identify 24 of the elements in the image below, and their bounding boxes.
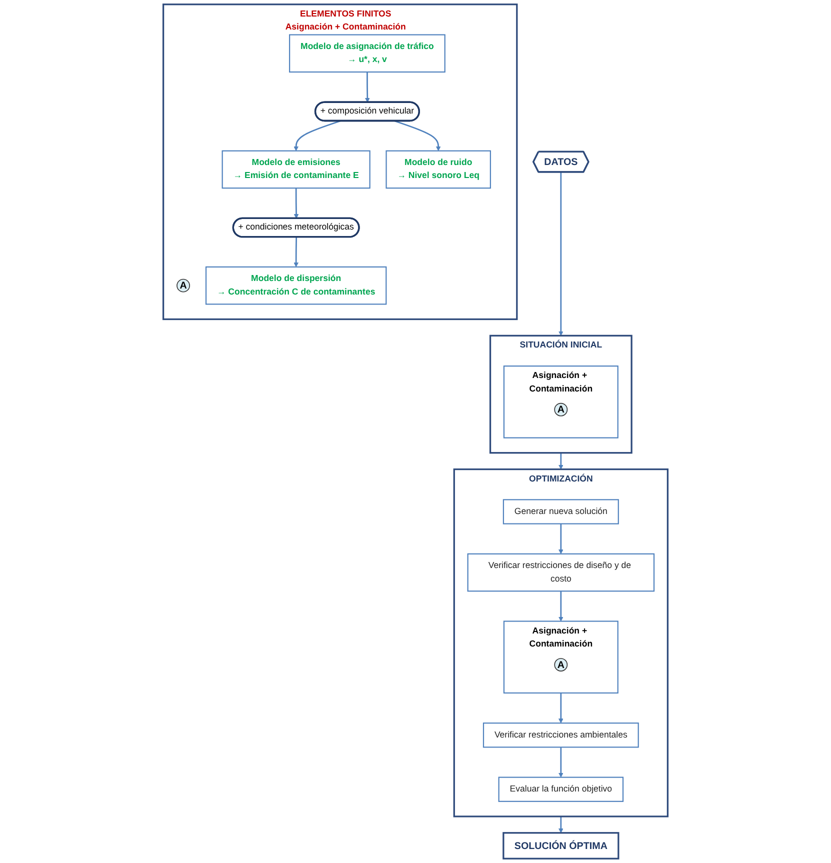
arrow xyxy=(558,452,564,470)
node-box: Evaluar la función objetivo xyxy=(498,776,624,802)
node-circle: A xyxy=(554,658,568,672)
node-box: Verificar restricciones de diseño y de costo xyxy=(467,553,655,592)
arrow xyxy=(365,72,370,103)
arrow xyxy=(558,816,564,834)
node-circle: A xyxy=(176,278,190,292)
node-box: Verificar restricciones ambientales xyxy=(482,722,639,748)
node-circle: A xyxy=(554,402,568,416)
arrow xyxy=(558,591,564,622)
arrow xyxy=(558,692,564,724)
arrow xyxy=(394,120,441,152)
arrow xyxy=(294,120,341,152)
node-box: Modelo de asignación de tráfico → u*, x, v xyxy=(289,34,446,73)
arrow xyxy=(558,747,564,778)
arrow xyxy=(294,237,298,268)
node-box: SOLUCIÓN ÓPTIMA xyxy=(502,832,620,860)
arrow xyxy=(558,172,564,336)
node-box: Generar nueva solución xyxy=(502,499,619,524)
arrow xyxy=(294,188,299,219)
node-box: Modelo de ruido → Nivel sonoro Leq xyxy=(386,150,491,189)
node-box: Modelo de dispersión → Concentración C de contaminantes xyxy=(205,266,387,305)
arrow xyxy=(558,524,564,554)
node-box: Modelo de emisiones → Emisión de contaminante E xyxy=(222,150,370,189)
